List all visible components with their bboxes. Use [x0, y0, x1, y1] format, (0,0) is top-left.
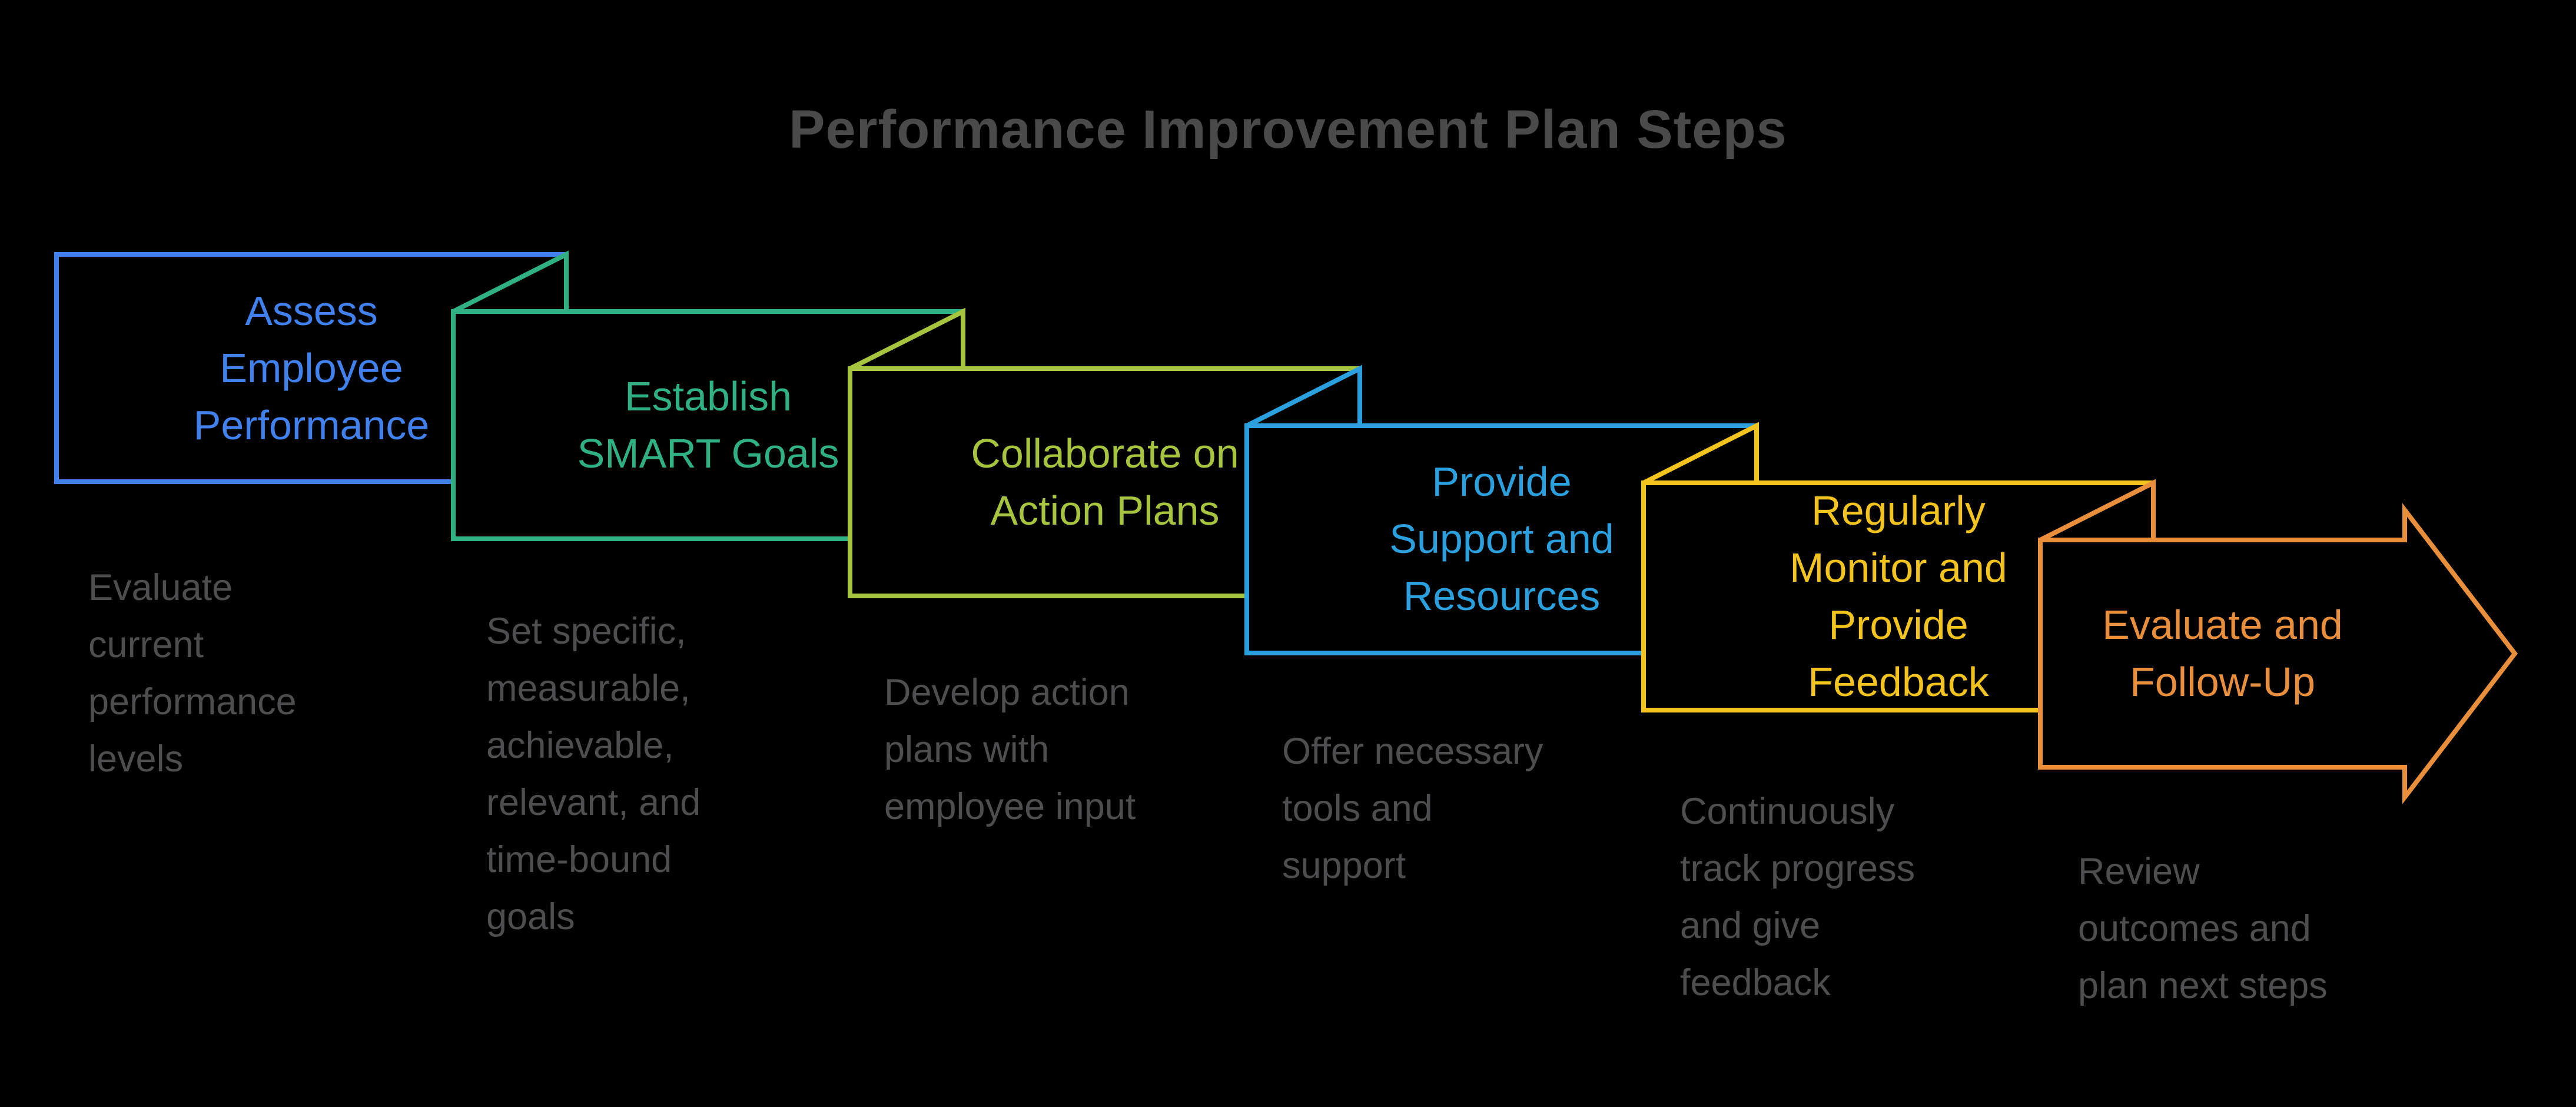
step-1-title-line: Performance — [193, 402, 430, 448]
step-2-desc-line: achievable, — [486, 725, 674, 766]
step-3-description: Develop action plans with employee input — [884, 664, 1261, 836]
step-4-description: Offer necessary tools and support — [1282, 723, 1659, 894]
step-4-title-line: Provide — [1432, 459, 1572, 505]
step-1-title-line: Assess — [245, 288, 378, 334]
step-5-title-line: Monitor and — [1790, 545, 2007, 591]
step-2-desc-line: relevant, and — [486, 782, 701, 823]
step-5-title: Regularly Monitor and Provide Feedback — [1644, 482, 2153, 711]
step-1-desc-line: levels — [88, 738, 184, 780]
step-2-title-line: SMART Goals — [577, 430, 839, 476]
step-2-desc-line: goals — [486, 896, 575, 937]
step-2-title: Establish SMART Goals — [453, 368, 963, 482]
step-6-title-line: Follow-Up — [2129, 659, 2316, 705]
step-5-description: Continuously track progress and give fee… — [1680, 783, 2057, 1012]
step-2-desc-line: time-bound — [486, 839, 672, 880]
step-6-title-line: Evaluate and — [2102, 602, 2343, 648]
step-4-desc-line: Offer necessary — [1282, 731, 1543, 772]
step-6-desc-line: Review — [2078, 851, 2200, 892]
step-2-desc-line: Set specific, — [486, 611, 686, 652]
step-5-title-line: Provide — [1828, 602, 1968, 648]
step-5-desc-line: and give — [1680, 905, 1821, 946]
step-3-title: Collaborate on Action Plans — [850, 425, 1360, 539]
step-3-desc-line: employee input — [884, 786, 1136, 827]
step-4-title-line: Resources — [1403, 573, 1601, 619]
step-3-title-line: Action Plans — [990, 488, 1220, 533]
step-4-title-line: Support and — [1389, 516, 1614, 562]
step-5-title-line: Feedback — [1808, 659, 1989, 705]
step-5-desc-line: feedback — [1680, 962, 1831, 1003]
step-6-title: Evaluate and Follow-Up — [2040, 596, 2405, 711]
step-3-desc-line: Develop action — [884, 672, 1130, 713]
step-5-title-line: Regularly — [1811, 488, 1986, 533]
step-5-desc-line: Continuously — [1680, 791, 1895, 832]
step-6-desc-line: outcomes and — [2078, 908, 2311, 949]
step-6-desc-line: plan next steps — [2078, 965, 2328, 1006]
step-3-title-line: Collaborate on — [971, 430, 1239, 476]
step-1-description: Evaluate current performance levels — [88, 559, 465, 788]
step-4-desc-line: support — [1282, 845, 1406, 886]
step-1-title: Assess Employee Performance — [57, 283, 566, 454]
step-3-desc-line: plans with — [884, 729, 1050, 770]
step-1-desc-line: performance — [88, 681, 297, 722]
step-1-title-line: Employee — [220, 345, 403, 391]
step-1-desc-line: Evaluate — [88, 567, 233, 608]
page-title: Performance Improvement Plan Steps — [789, 100, 1787, 160]
step-2-desc-line: measurable, — [486, 668, 691, 709]
step-4-desc-line: tools and — [1282, 788, 1433, 829]
step-1-desc-line: current — [88, 624, 204, 665]
step-5-desc-line: track progress — [1680, 848, 1916, 889]
step-6-arrow — [2038, 503, 2518, 804]
step-4-title: Provide Support and Resources — [1247, 453, 1757, 625]
step-6-description: Review outcomes and plan next steps — [2078, 843, 2455, 1015]
step-2-description: Set specific, measurable, achievable, re… — [486, 603, 863, 946]
step-2-title-line: Establish — [624, 373, 792, 419]
